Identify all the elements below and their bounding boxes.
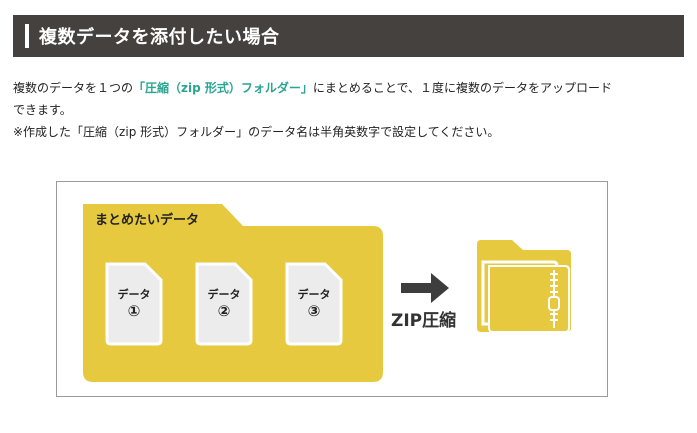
diagram-graphics: [83, 204, 571, 382]
document-label: データ: [117, 288, 151, 301]
folder-label: まとめたいデータ: [95, 213, 200, 228]
arrow-right-icon: [401, 273, 449, 303]
description-line-2: できます。: [13, 103, 72, 117]
document-number: ②: [217, 302, 231, 320]
document-icon: [195, 262, 253, 346]
zip-label: ZIP圧縮: [391, 311, 457, 331]
zipper-icon: [548, 270, 560, 328]
description-line-1: 複数のデータを１つの「圧縮（zip 形式）フォルダー」にまとめることで、１度に複…: [13, 77, 688, 99]
data-document-1: データ ①: [107, 264, 161, 344]
data-document-2: データ ②: [197, 264, 251, 344]
document-number: ③: [307, 302, 321, 320]
document-number: ①: [127, 302, 141, 320]
zip-diagram: まとめたいデータ データ ① データ ② データ ③ ZIP圧縮: [56, 181, 608, 397]
header-accent-bar: [25, 24, 29, 48]
document-icon: [285, 262, 343, 346]
section-header: 複数データを添付したい場合: [13, 15, 684, 57]
description-prefix: 複数のデータを１つの: [13, 81, 134, 95]
description-note: ※作成した「圧縮（zip 形式）フォルダー」のデータ名は半角英数字で設定してくだ…: [13, 125, 500, 139]
document-label: データ: [207, 288, 241, 301]
description: 複数のデータを１つの「圧縮（zip 形式）フォルダー」にまとめることで、１度に複…: [13, 77, 688, 143]
data-document-3: データ ③: [287, 264, 341, 344]
document-icon: [105, 262, 163, 346]
zip-folder-icon: [477, 240, 571, 333]
section-title: 複数データを添付したい場合: [39, 27, 280, 48]
document-label: データ: [297, 288, 331, 301]
description-suffix: にまとめることで、１度に複数のデータをアップロード: [312, 81, 613, 95]
description-highlight: 「圧縮（zip 形式）フォルダー」: [133, 81, 313, 95]
